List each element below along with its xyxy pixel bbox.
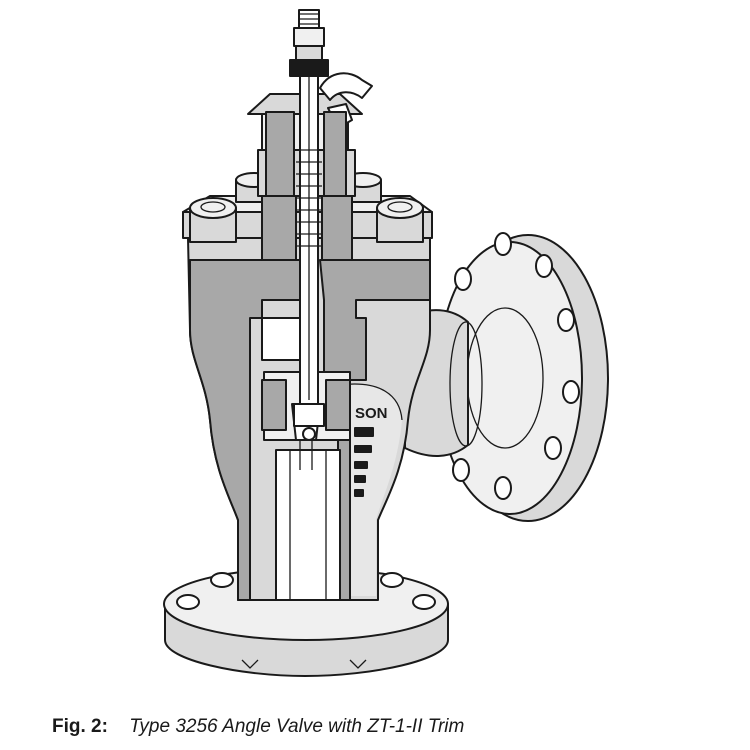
cutaway-section	[189, 111, 431, 601]
left-bolt	[189, 197, 237, 243]
right-bolt	[376, 197, 424, 243]
valve-stem	[289, 9, 329, 441]
packing-rings	[296, 149, 322, 247]
body-marking: SON	[355, 405, 388, 422]
figure-caption: Fig. 2: Type 3256 Angle Valve with ZT-1-…	[52, 716, 464, 738]
outlet-flange	[404, 232, 609, 522]
figure-caption-text: Type 3256 Angle Valve with ZT-1-II Trim	[129, 716, 465, 737]
flange-bolt-holes	[452, 232, 580, 500]
figure-label: Fig. 2:	[52, 716, 108, 737]
valve-illustration: .ol { stroke:#1a1a1a; stroke-width:2; st…	[163, 9, 609, 677]
